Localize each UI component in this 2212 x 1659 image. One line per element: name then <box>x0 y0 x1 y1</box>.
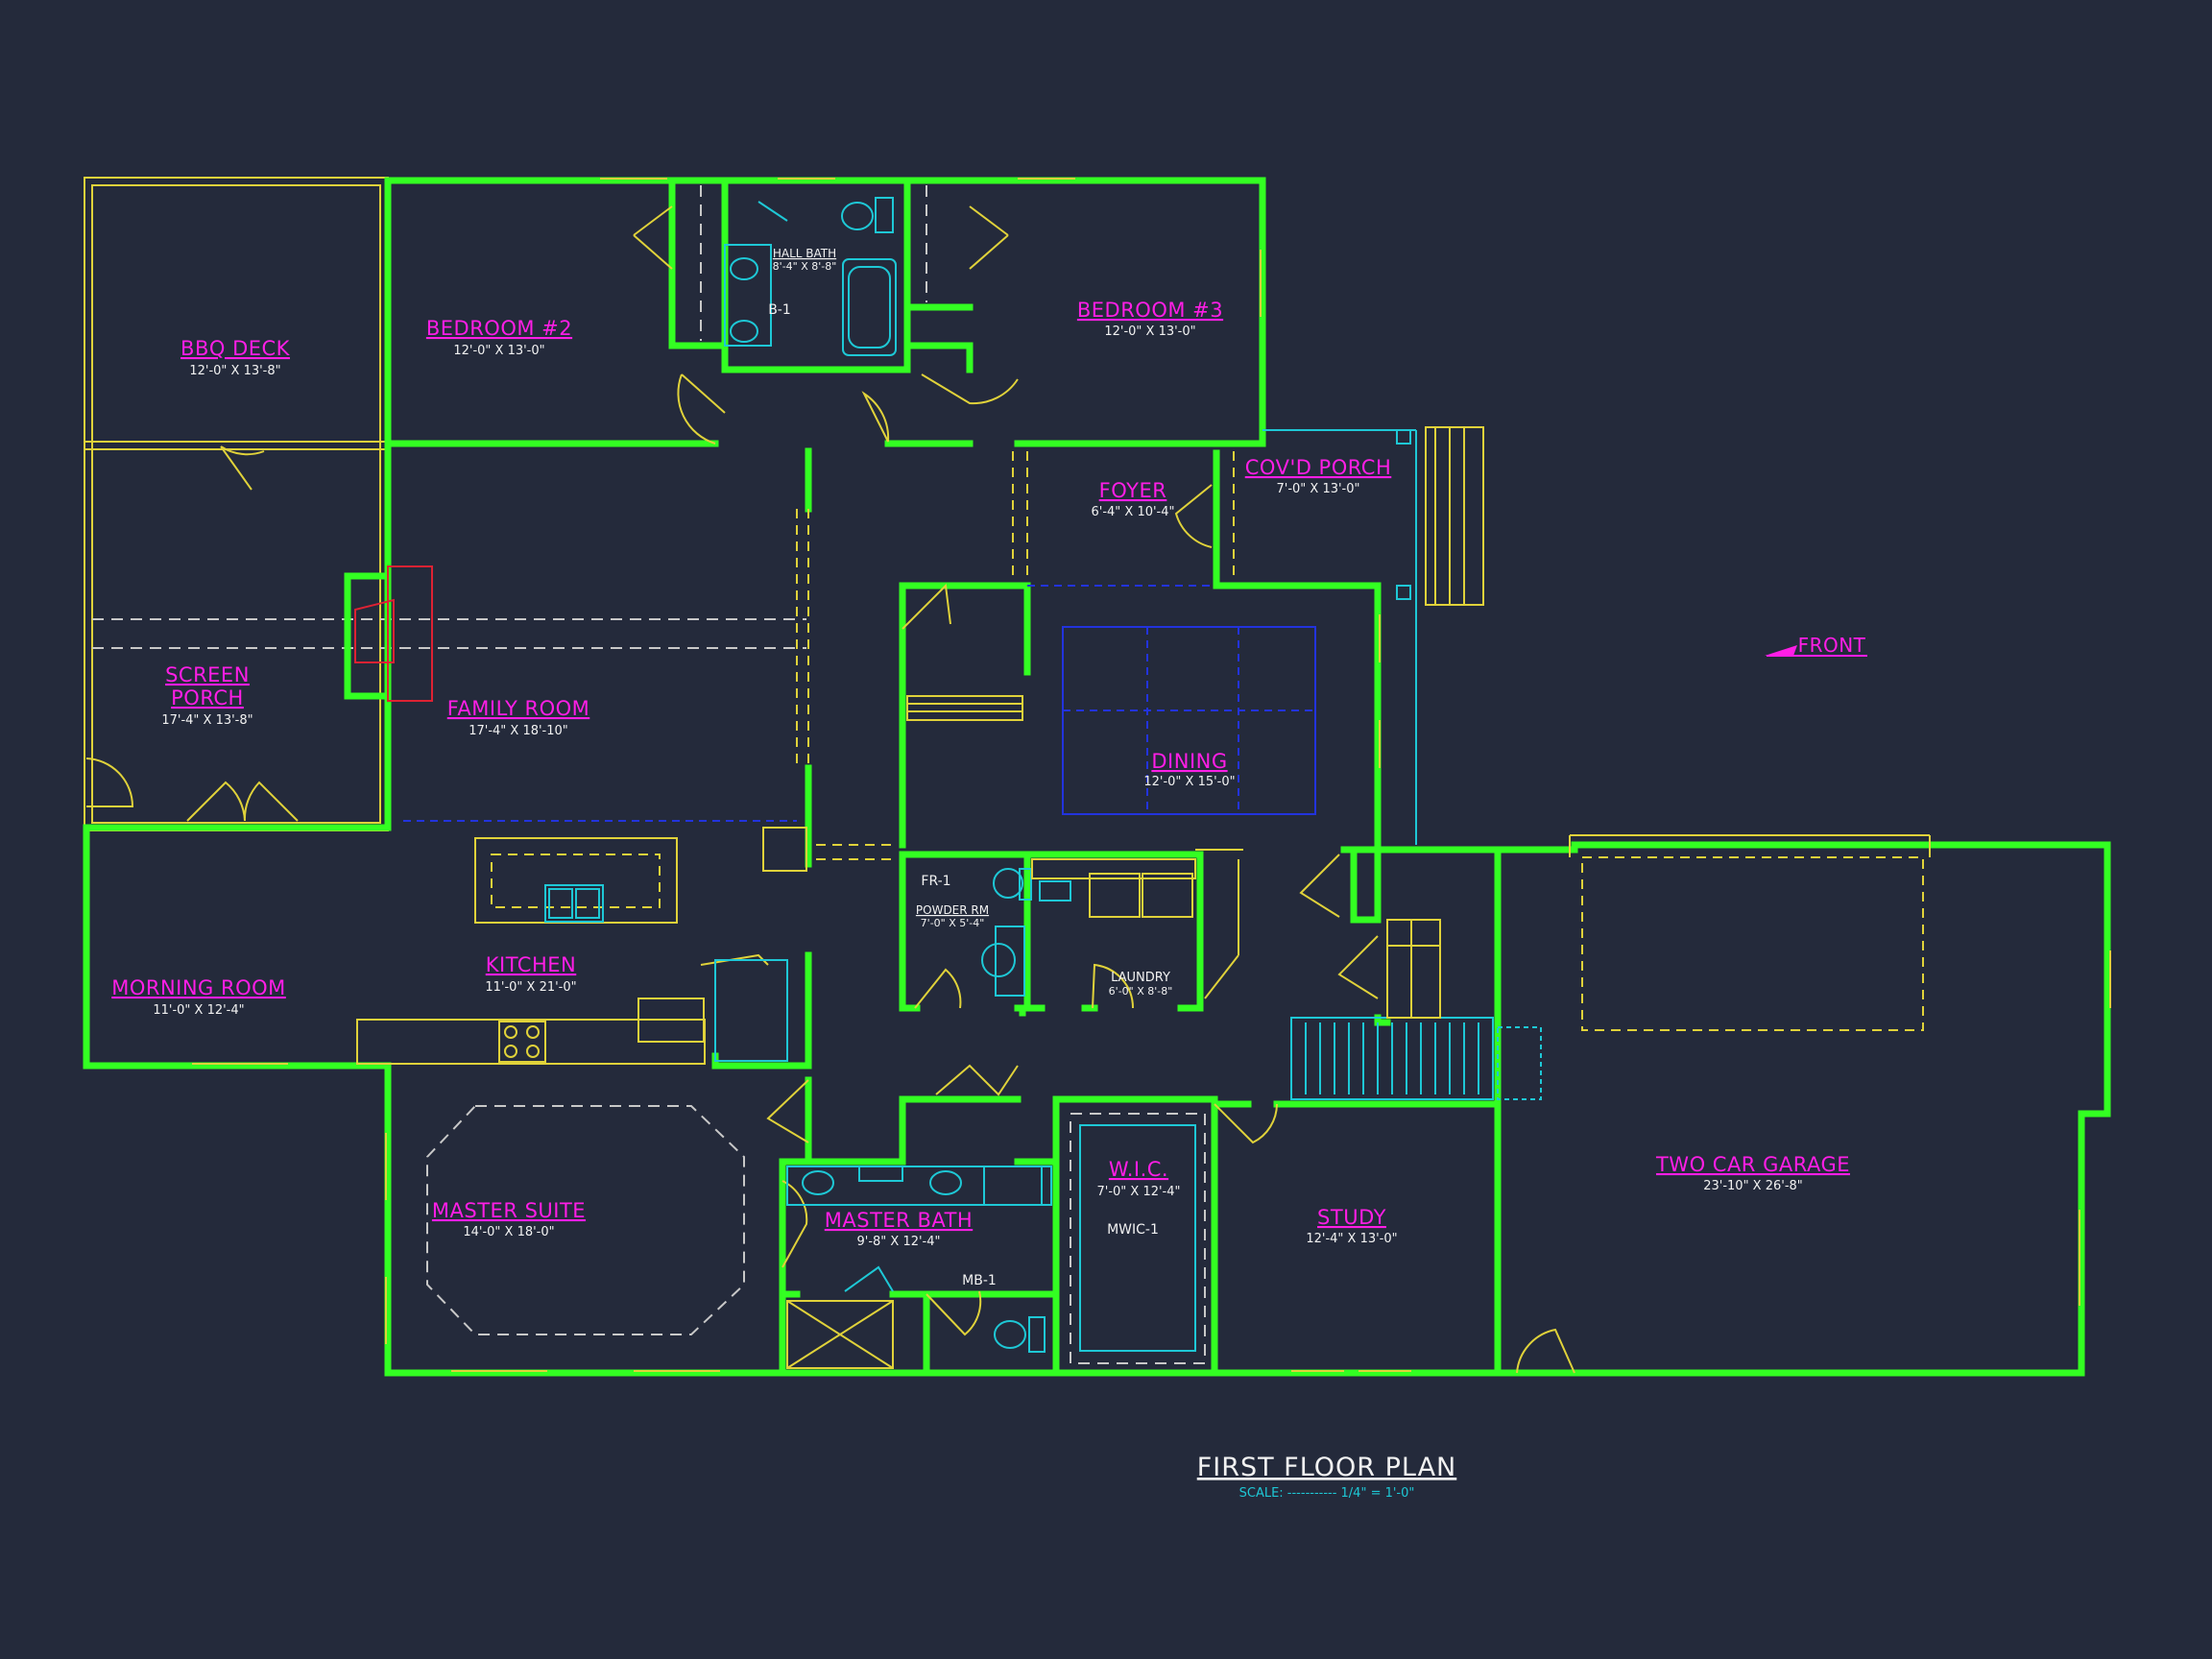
hall-bath-dim: 8'-4" X 8'-8" <box>773 260 837 273</box>
dining-label: DINING <box>1151 750 1227 773</box>
front-label: FRONT <box>1798 634 1866 657</box>
exterior-walls <box>83 177 2111 1377</box>
fr1-tag: FR-1 <box>921 874 950 889</box>
powder-rm-label: POWDER RM <box>916 903 989 917</box>
master-bath-label: MASTER BATH <box>825 1209 973 1232</box>
b1-tag: B-1 <box>768 302 791 318</box>
doors <box>85 205 1575 1374</box>
morning-room-label: MORNING ROOM <box>111 976 286 999</box>
family-room-dim: 17'-4" X 18'-10" <box>469 724 568 738</box>
windows <box>192 178 2111 1372</box>
bbq-deck-dim: 12'-0" X 13'-8" <box>189 364 280 378</box>
screen-porch-label-1: SCREEN <box>165 663 250 686</box>
screen-porch-dim: 17'-4" X 13'-8" <box>161 713 252 728</box>
fixtures <box>354 185 1931 1369</box>
wic-dim: 7'-0" X 12'-4" <box>1096 1185 1180 1199</box>
interior-walls <box>668 177 1502 1377</box>
laundry-dim: 6'-0" X 8'-8" <box>1109 985 1173 998</box>
morning-room-dim: 11'-0" X 12'-4" <box>153 1003 244 1018</box>
kitchen-dim: 11'-0" X 21'-0" <box>485 980 576 995</box>
study-dim: 12'-4" X 13'-0" <box>1306 1232 1397 1246</box>
plan-title: FIRST FLOOR PLAN <box>1197 1453 1457 1482</box>
hall-bath-label: HALL BATH <box>773 247 836 260</box>
laundry-label: LAUNDRY <box>1111 971 1170 985</box>
front-arrow <box>1765 645 1867 657</box>
study-label: STUDY <box>1317 1206 1386 1229</box>
master-suite-label: MASTER SUITE <box>432 1199 586 1222</box>
covd-porch-label: COV'D PORCH <box>1245 456 1392 479</box>
foyer-dim: 6'-4" X 10'-4" <box>1091 505 1174 519</box>
bedroom-2-label: BEDROOM #2 <box>426 317 572 340</box>
garage-label: TWO CAR GARAGE <box>1655 1153 1850 1176</box>
foyer-label: FOYER <box>1099 479 1167 502</box>
deck-outline <box>84 177 389 831</box>
title-block: FIRST FLOOR PLAN SCALE: ----------- 1/4"… <box>1197 1453 1457 1501</box>
garage-dim: 23'-10" X 26'-8" <box>1703 1179 1803 1193</box>
covd-porch-dim: 7'-0" X 13'-0" <box>1276 482 1359 496</box>
room-labels: BBQ DECK 12'-0" X 13'-8" BEDROOM #2 12'-… <box>111 247 1865 1288</box>
family-room-label: FAMILY ROOM <box>447 697 590 720</box>
master-bath-dim: 9'-8" X 12'-4" <box>856 1235 940 1249</box>
bedroom-2-dim: 12'-0" X 13'-0" <box>453 344 544 358</box>
mb1-tag: MB-1 <box>962 1273 997 1288</box>
powder-rm-dim: 7'-0" X 5'-4" <box>921 917 985 929</box>
plan-scale: SCALE: ----------- 1/4" = 1'-0" <box>1239 1486 1415 1501</box>
screen-porch-label-2: PORCH <box>171 686 244 709</box>
kitchen-label: KITCHEN <box>486 953 577 976</box>
wic-label: W.I.C. <box>1109 1158 1168 1181</box>
bedroom-3-label: BEDROOM #3 <box>1077 299 1223 322</box>
bedroom-3-dim: 12'-0" X 13'-0" <box>1104 325 1195 339</box>
master-suite-dim: 14'-0" X 18'-0" <box>463 1225 554 1239</box>
bbq-deck-label: BBQ DECK <box>180 337 291 360</box>
porch-beams <box>92 618 806 649</box>
dining-dim: 12'-0" X 15'-0" <box>1143 775 1235 789</box>
mwic1-tag: MWIC-1 <box>1107 1222 1159 1238</box>
